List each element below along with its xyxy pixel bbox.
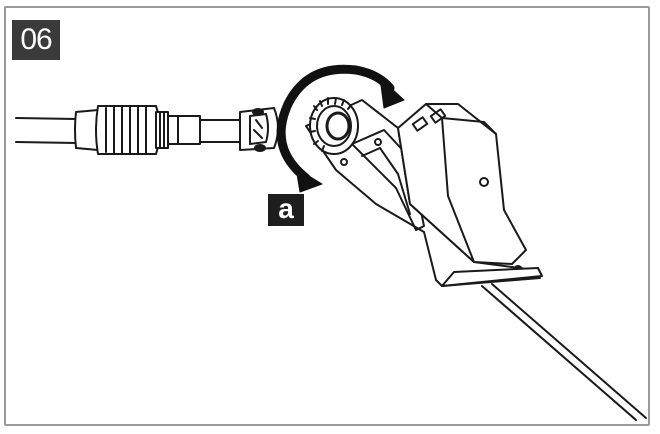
guide-bar [481, 283, 647, 421]
telescopic-pole [15, 117, 77, 144]
saw-head [305, 99, 543, 287]
rotation-arrow [276, 64, 405, 193]
callout-a: a [268, 194, 304, 226]
step-number-badge: 06 [12, 20, 60, 60]
coupling-sleeve [239, 107, 279, 152]
pole-saw-illustration [15, 64, 647, 421]
grip-collar [74, 105, 241, 155]
figure-frame: 06 [4, 6, 650, 426]
coupling-knob [309, 97, 359, 155]
